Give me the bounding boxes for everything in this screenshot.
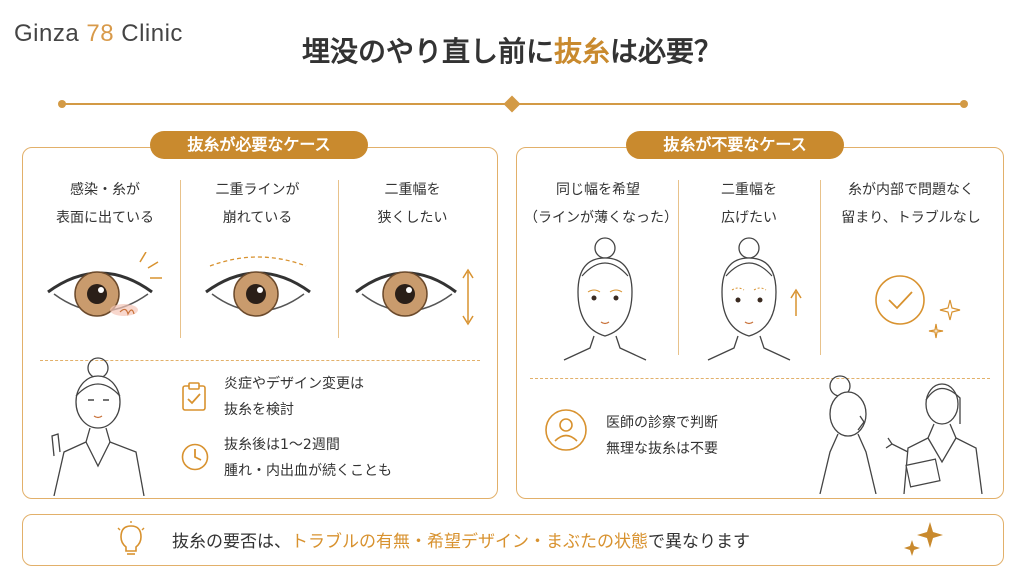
case-same-width-line1: 同じ幅を希望 [556, 182, 640, 198]
section-divider [40, 360, 480, 361]
case-widen-line1: 二重幅を [721, 182, 777, 198]
face-same-width-icon [563, 237, 647, 361]
bottom-text-post: で異なります [648, 532, 750, 552]
sparkle-icon [904, 522, 943, 556]
eye-narrow-icon [355, 268, 474, 326]
title-post: は必要？ [610, 35, 723, 68]
title-pre: 埋没のやり直し前に [301, 35, 554, 68]
right-item-line1: 医師の診察で判断 [606, 415, 718, 431]
divider-diamond [503, 95, 521, 113]
clipboard-check-icon [182, 382, 206, 411]
bottom-text-pre: 抜糸の要否は、 [172, 532, 291, 552]
case-same-width-line2: （ラインが薄くなった） [524, 210, 678, 226]
face-widen-icon [707, 237, 802, 361]
logo-text-number: 78 [86, 20, 115, 47]
clock-icon [181, 443, 209, 471]
title-highlight: 抜糸 [553, 35, 610, 68]
case-no-trouble: 糸が内部で問題なく 留まり、トラブルなし [826, 176, 996, 232]
case-widen-line2: 広げたい [721, 210, 777, 226]
bottom-summary-bar [22, 514, 1004, 566]
section-divider [530, 378, 990, 379]
divider-dot-left [58, 100, 66, 108]
divider-dot-right [960, 100, 968, 108]
case-infection-line1: 感染・糸が [70, 182, 140, 198]
left-item-design-change: 炎症やデザイン変更は 抜糸を検討 [224, 371, 484, 423]
eye-line-broken-icon [205, 256, 311, 317]
case-line-broken-line1: 二重ラインが [215, 182, 300, 198]
case-line-broken-line2: 崩れている [222, 210, 293, 226]
left-item-1-line2: 抜糸を検討 [224, 402, 294, 418]
right-item-line2: 無理な抜糸は不要 [606, 441, 718, 457]
logo-text-ginza: Ginza [14, 20, 87, 47]
right-item-doctor-judgement: 医師の診察で判断 無理な抜糸は不要 [606, 410, 806, 462]
column-separator [180, 180, 181, 338]
case-widen: 二重幅を 広げたい [684, 176, 814, 232]
checkmark-circle-icon [875, 275, 961, 339]
case-no-trouble-line2: 留まり、トラブルなし [841, 210, 981, 226]
case-no-trouble-line1: 糸が内部で問題なく [848, 182, 974, 198]
lightbulb-icon [117, 521, 145, 555]
case-narrow-line2: 狭くしたい [377, 210, 448, 226]
column-separator [678, 180, 679, 355]
logo-text-clinic: Clinic [114, 20, 183, 47]
bottom-summary-text: 抜糸の要否は、トラブルの有無・希望デザイン・まぶたの状態で異なります [172, 527, 892, 552]
case-narrow-line1: 二重幅を [384, 182, 441, 198]
badge-removal-needed: 抜糸が必要なケース [150, 131, 368, 159]
clinic-logo: Ginza 78 Clinic [14, 20, 183, 48]
left-item-2-line1: 抜糸後は1〜2週間 [224, 437, 340, 453]
left-item-recovery: 抜糸後は1〜2週間 腫れ・内出血が続くことも [224, 432, 484, 484]
user-icon [545, 409, 587, 451]
bottom-text-highlight: トラブルの有無・希望デザイン・まぶたの状態 [291, 532, 648, 552]
case-infection: 感染・糸が 表面に出ている [40, 176, 170, 232]
case-narrow: 二重幅を 狭くしたい [345, 176, 480, 232]
case-infection-line2: 表面に出ている [56, 210, 154, 226]
case-same-width: 同じ幅を希望 （ラインが薄くなった） [524, 176, 678, 232]
left-item-1-line1: 炎症やデザイン変更は [224, 376, 364, 392]
column-separator [338, 180, 339, 338]
badge-removal-not-needed: 抜糸が不要なケース [626, 131, 844, 159]
column-separator [820, 180, 821, 355]
eye-infection-icon [47, 252, 162, 317]
consultation-illustration-icon [819, 375, 983, 494]
page-title: 埋没のやり直し前に抜糸は必要？ [0, 30, 1024, 70]
case-line-broken: 二重ラインが 崩れている [190, 176, 325, 232]
doctor-illustration-icon [51, 357, 145, 496]
left-item-2-line2: 腫れ・内出血が続くことも [224, 463, 392, 479]
